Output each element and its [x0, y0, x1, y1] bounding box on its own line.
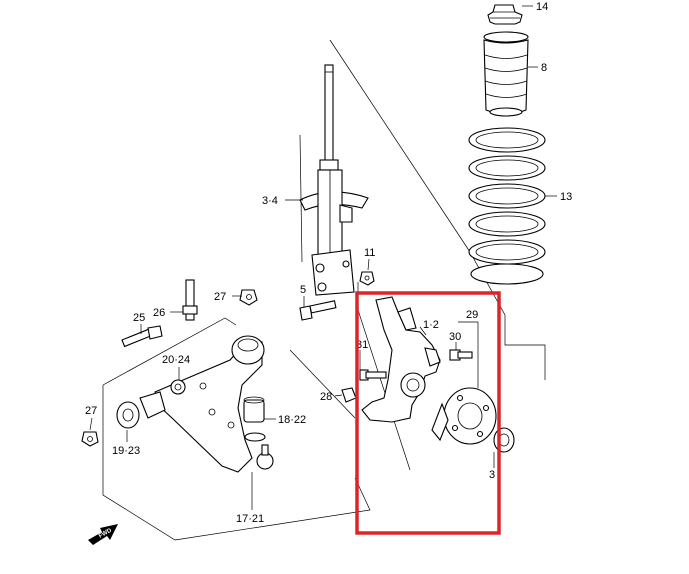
callout-25: 25 — [133, 312, 145, 324]
nut-27-left-part — [81, 431, 99, 447]
callout-18-22: 18·22 — [278, 414, 306, 426]
callout-20-24: 20·24 — [162, 354, 190, 366]
callout-3-4: 3·4 — [262, 195, 278, 207]
callout-11: 11 — [364, 247, 375, 259]
callout-27-top: 27 — [214, 291, 226, 303]
highlight-box — [355, 291, 501, 535]
arm-bushing-rear-part — [116, 391, 166, 429]
nut-27-top-part — [239, 289, 258, 306]
callout-14: 14 — [536, 1, 548, 13]
callout-labels: 14 8 13 3·4 11 5 27 26 25 20·24 1·2 29 3… — [85, 1, 572, 525]
bump-stopper-part — [487, 4, 523, 25]
callout-1-2: 1·2 — [423, 319, 439, 331]
callout-26: 26 — [153, 307, 165, 319]
strut-bolt-part — [299, 300, 337, 321]
hub-bolt-part — [449, 349, 473, 361]
nut-11-part — [359, 271, 375, 286]
arm-bushing-front-part — [170, 335, 265, 395]
callout-3-hub: 3 — [489, 469, 495, 481]
leader-lines — [89, 5, 557, 510]
callout-13: 13 — [560, 191, 572, 203]
arm-bolt-26-part — [182, 279, 198, 321]
dust-boot-part — [483, 31, 529, 117]
callout-19-23: 19·23 — [112, 445, 140, 457]
arm-bushing-rear2-part — [243, 396, 266, 442]
callout-8: 8 — [541, 62, 547, 74]
nut-28-part — [341, 387, 357, 403]
knuckle-bolt-part — [359, 369, 387, 381]
callout-30: 30 — [449, 331, 461, 343]
callout-27-left: 27 — [85, 405, 97, 417]
callout-29: 29 — [466, 309, 478, 321]
fwd-arrow-icon: FWD — [88, 524, 118, 545]
callout-5: 5 — [300, 284, 306, 296]
callout-28: 28 — [320, 391, 332, 403]
steering-knuckle-part — [361, 296, 441, 423]
coil-spring-part — [468, 127, 546, 285]
callout-31: 31 — [356, 339, 368, 351]
callout-17-21: 17·21 — [236, 513, 264, 525]
arm-bolt-25-part — [121, 325, 163, 348]
ball-joint-part — [256, 444, 274, 470]
hub-nut-part — [493, 427, 515, 453]
wheel-hub-part — [431, 387, 497, 445]
strut-assembly-part — [299, 64, 369, 296]
